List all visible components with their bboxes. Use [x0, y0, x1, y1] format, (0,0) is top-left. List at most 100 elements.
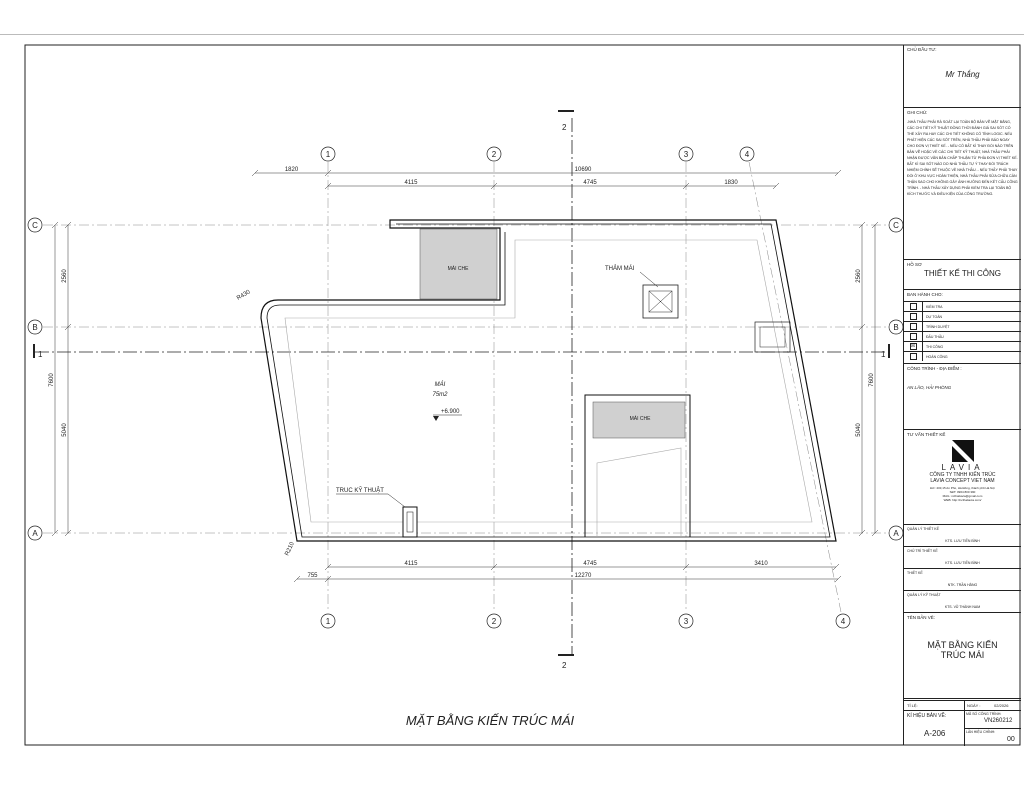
- project-no-label: MÃ SỐ CÔNG TRÌNH:: [966, 712, 1002, 716]
- issue-item-label: KIỂM TRA: [926, 304, 943, 309]
- code-label: KÍ HIỆU BẢN VẼ:: [907, 713, 947, 719]
- dimension-label: 5040: [62, 423, 68, 437]
- dimension-label: 5040: [856, 423, 862, 437]
- sheet-border: [24, 44, 1021, 746]
- grid-bubble-bottom-2: 2: [486, 613, 502, 629]
- consultant-section: TƯ VẤN THIẾT KẾ LAVIA CÔNG TY TNHH KIẾN …: [904, 430, 1021, 525]
- dimension-label: 4745: [583, 180, 597, 186]
- issue-item-label: ĐẤU THẦU: [926, 334, 944, 339]
- revision-label: LẦN HIỆU CHỈNH:: [966, 730, 996, 734]
- level-label: +6.900: [441, 409, 460, 415]
- issue-item: ☒ THI CÔNG: [904, 341, 1021, 351]
- lavia-logo-icon: [951, 440, 974, 462]
- drawing-title: MẶT BẰNG KIẾN TRÚC MÁI: [406, 713, 575, 728]
- section-label-right: 1: [881, 350, 886, 359]
- section-label-bottom: 2: [562, 661, 567, 670]
- grid-bubble-top-4-label: 4: [745, 150, 750, 159]
- tham-mai-label: THẢM MÁI: [605, 265, 635, 272]
- project-section: CÔNG TRÌNH - ĐỊA ĐIỂM : AN LÃO, HẢI PHÒN…: [904, 364, 1021, 430]
- grid-bubble-right-0: C: [888, 217, 904, 233]
- grid-bubble-bottom-1-label: 1: [326, 617, 331, 626]
- role-section: QUẢN LÝ KỸ THUẬT KTS. VŨ THÀNH NAM: [904, 591, 1021, 613]
- dimension-label: 3410: [754, 561, 768, 567]
- grid-bubble-left-2: A: [27, 525, 43, 541]
- issue-item: HOÀN CÔNG: [904, 351, 1021, 361]
- dimension-label: 10690: [575, 167, 592, 173]
- hoso-label: HỒ SƠ: [907, 262, 922, 267]
- grid-bubble-right-1: B: [888, 319, 904, 335]
- issue-item-label: HOÀN CÔNG: [926, 354, 948, 359]
- grid-bubble-bottom-4: 4: [835, 613, 851, 629]
- revision-value: 00: [1007, 736, 1015, 743]
- date-label: NGÀY :: [967, 703, 981, 708]
- grid-bubble-bottom-3: 3: [678, 613, 694, 629]
- issue-checkbox[interactable]: ☒: [909, 343, 917, 350]
- role-label: QUẢN LÝ KỸ THUẬT: [907, 593, 941, 597]
- dimension-label: 7600: [49, 373, 55, 387]
- r430-label: R430: [236, 289, 252, 302]
- role-name: KTS. LƯU TIẾN BÌNH: [945, 561, 980, 565]
- grid-bubble-top-4: 4: [739, 146, 755, 162]
- sheet-name: MẶT BẰNG KIẾN TRÚC MÁI: [927, 640, 998, 660]
- company-mail: MAIL: ncthaitavia@gmail.com: [942, 494, 983, 498]
- company-line-1: CÔNG TY TNHH KIẾN TRÚC: [929, 472, 996, 478]
- grid-bubble-left-1-label: B: [32, 323, 37, 332]
- grid-bubble-top-1-label: 1: [326, 150, 331, 159]
- hoso-value: THIẾT KẾ THI CÔNG: [923, 269, 1002, 278]
- section-label-left: 1: [38, 350, 43, 359]
- dimension-label: 4115: [405, 180, 419, 186]
- role-name: KTS. VŨ THÀNH NAM: [944, 605, 981, 609]
- grid-bubble-bottom-4-label: 4: [841, 617, 846, 626]
- role-name: NTK. TRẦN HẰNG: [947, 583, 978, 587]
- company-line-2: LAVIA CONCEPT VIET NAM: [930, 478, 995, 484]
- issue-item-label: THI CÔNG: [926, 344, 944, 349]
- tech-shaft: [402, 506, 418, 538]
- issue-checkbox[interactable]: [909, 333, 917, 340]
- issue-item: ĐẤU THẦU: [904, 331, 1021, 341]
- role-section: THIẾT KẾ NTK. TRẦN HẰNG: [904, 569, 1021, 591]
- issue-checkbox[interactable]: [909, 313, 917, 320]
- owner-label: CHỦ ĐẦU TƯ:: [907, 47, 937, 52]
- issue-item: KIỂM TRA: [904, 301, 1021, 311]
- page-top-rule: [0, 34, 1024, 35]
- section-markers: [33, 110, 890, 656]
- date-value: 02/2026: [994, 703, 1009, 708]
- dimension-label: 2560: [856, 269, 862, 283]
- grid-bubble-right-2: A: [888, 525, 904, 541]
- sheet-name-section: TÊN BẢN VẼ: MẶT BẰNG KIẾN TRÚC MÁI: [904, 613, 1021, 699]
- section-label-top: 2: [562, 123, 567, 132]
- project-no: VN260212: [984, 718, 1013, 724]
- issue-item-label: DỰ TOÁN: [926, 314, 943, 319]
- grid-bubble-top-2-label: 2: [492, 150, 497, 159]
- skylight: [642, 284, 679, 319]
- project-value: AN LÃO, HẢI PHÒNG: [907, 385, 952, 390]
- issue-item-label: TRÌNH DUYỆT: [926, 324, 950, 329]
- notes-text: -NHÀ THẦU PHẢI RÀ SOÁT LẠI TOÀN BỘ BẢN V…: [907, 120, 1018, 196]
- notes-section: GHI CHÚ: -NHÀ THẦU PHẢI RÀ SOÁT LẠI TOÀN…: [904, 108, 1021, 260]
- notes-label: GHI CHÚ:: [907, 110, 928, 115]
- roof-outline: [260, 219, 837, 542]
- dimension-label: 2560: [62, 269, 68, 283]
- grid-bubble-left-1: B: [27, 319, 43, 335]
- mai-label: MÁI: [435, 381, 446, 388]
- grid-bubble-left-2-label: A: [32, 529, 38, 538]
- issue-checkbox[interactable]: [909, 303, 917, 310]
- grid-bubble-top-2: 2: [486, 146, 502, 162]
- scale-label: TỈ LỆ:: [907, 703, 918, 708]
- issue-checkbox[interactable]: [909, 323, 917, 330]
- owner-section: CHỦ ĐẦU TƯ: Mr Thắng: [904, 45, 1021, 108]
- level-marker-icon: [433, 416, 439, 421]
- mai-che-2-label: MÁI CHE: [630, 415, 652, 422]
- role-label: QUẢN LÝ THIẾT KẾ: [907, 527, 939, 531]
- mai-che-2: [584, 394, 691, 537]
- company-address: Đ/c: 203,15 An Phú, Hà Đông, thành phố H…: [930, 486, 995, 490]
- grid-bubble-top-1: 1: [320, 146, 336, 162]
- issue-checkbox[interactable]: [909, 353, 917, 360]
- role-label: THIẾT KẾ: [907, 571, 923, 575]
- hoso-section: HỒ SƠ THIẾT KẾ THI CÔNG: [904, 260, 1021, 290]
- dimension-label: 1820: [285, 167, 299, 173]
